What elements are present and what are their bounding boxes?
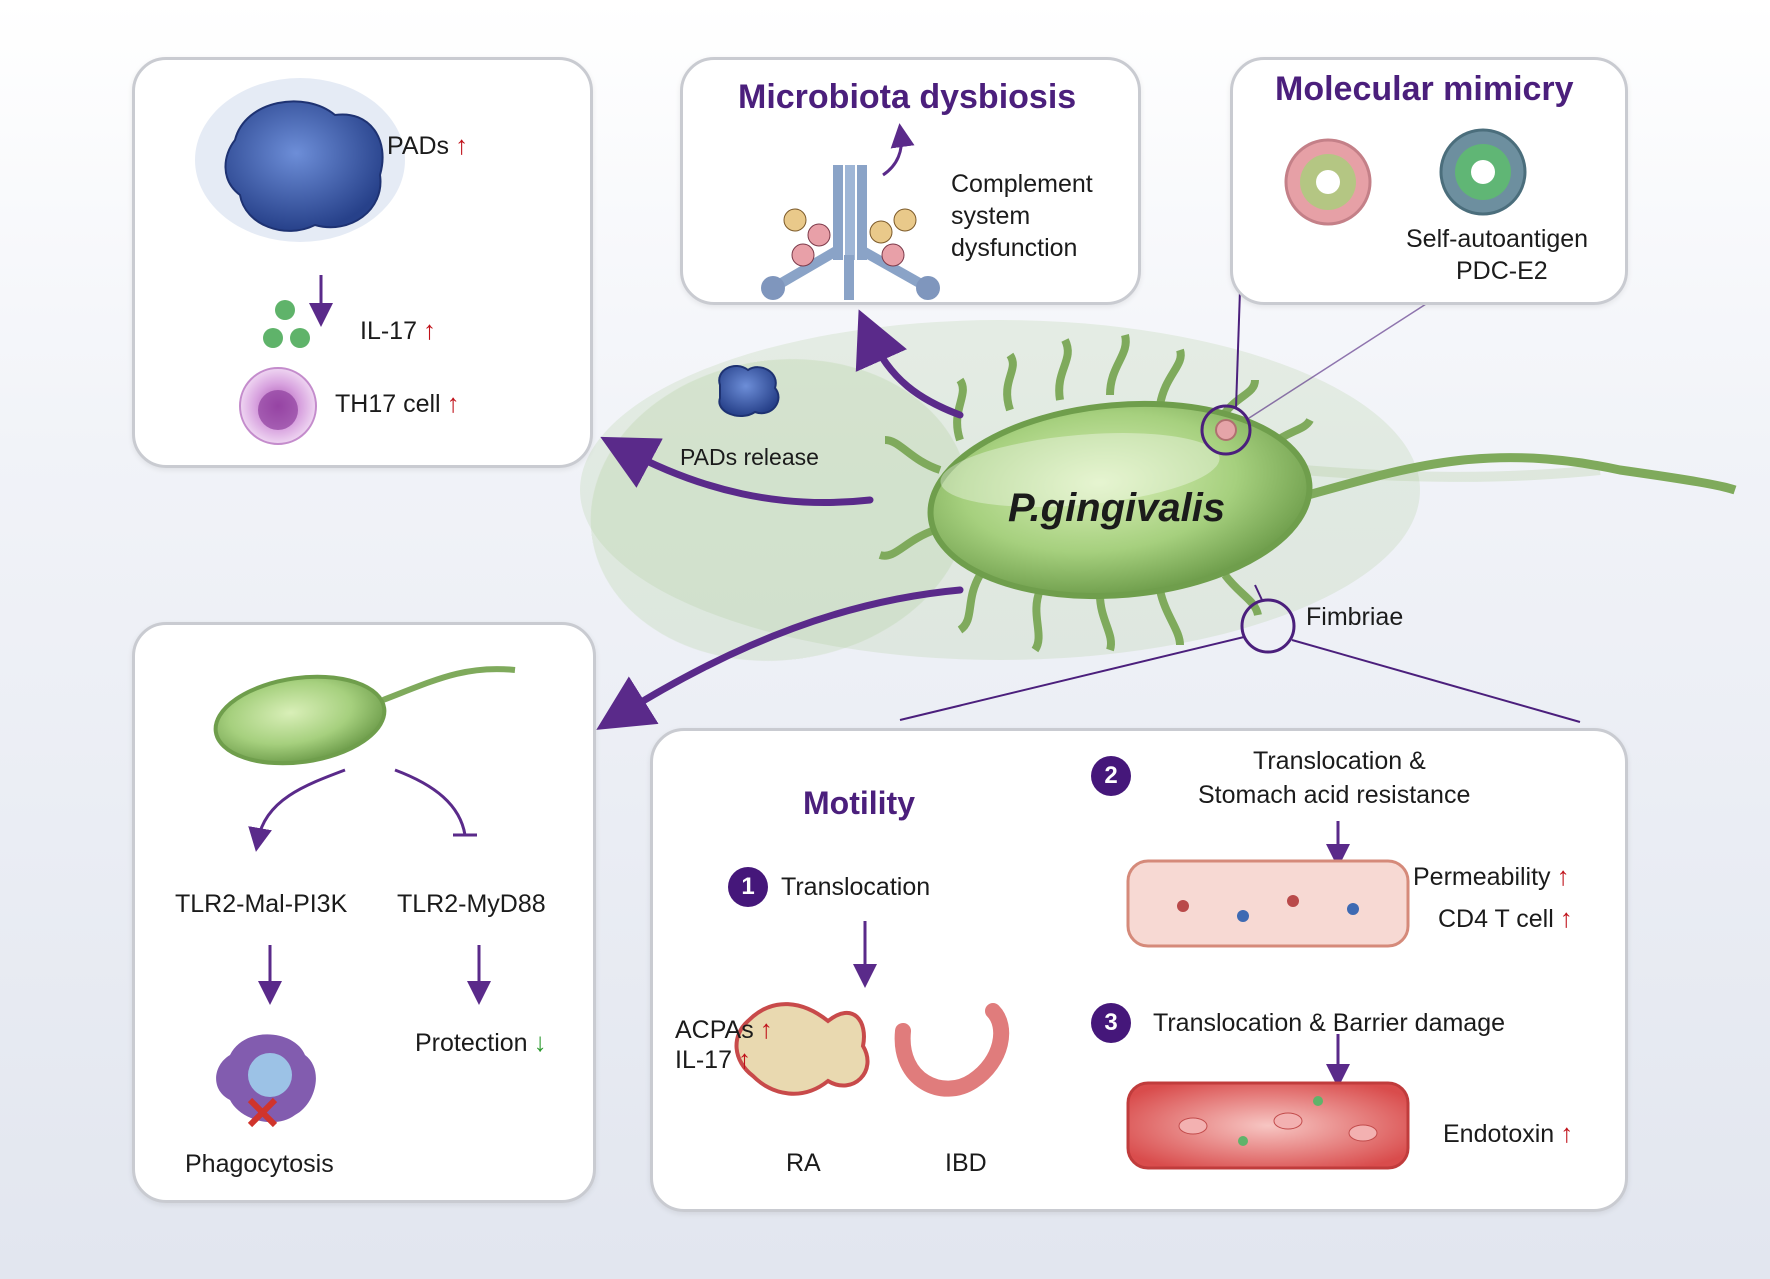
il17-label: IL-17 [360, 317, 417, 345]
mimicry-callout-circle [1200, 404, 1252, 456]
fimbriae-callout-circle [1240, 598, 1296, 654]
macrophage-icon [216, 1034, 316, 1128]
complement-line3: dysfunction [951, 234, 1078, 262]
tlr2-myd88-label: TLR2-MyD88 [397, 890, 546, 918]
th17-label: TH17 cell [335, 390, 441, 418]
endotoxin-label: Endotoxin [1443, 1120, 1555, 1148]
pads-panel: PADs↑ IL-17↑ TH17 cell↑ [132, 57, 593, 468]
up-arrow-icon: ↑ [737, 1044, 751, 1074]
protection-label: Protection [415, 1029, 528, 1057]
up-arrow-icon: ↑ [1559, 903, 1573, 933]
joint-icon [734, 1002, 870, 1096]
intestine-icon [894, 1003, 1010, 1097]
ra-label: RA [786, 1149, 821, 1177]
bacterium-small-icon [213, 666, 516, 766]
pads-release-blob [718, 365, 780, 417]
down-arrow-icon: ↓ [533, 1027, 547, 1057]
up-arrow-icon: ↑ [422, 315, 436, 345]
dysbiosis-title: Microbiota dysbiosis [738, 78, 1077, 116]
complement-protein-icon [761, 165, 940, 300]
permeability-label: Permeability [1413, 863, 1551, 891]
arrow-to-dysbiosis [855, 309, 964, 419]
cd4-label: CD4 T cell [1438, 905, 1554, 933]
mimicry-title: Molecular mimicry [1275, 70, 1574, 108]
pads-release-label: PADs release [680, 444, 819, 470]
complement-line2: system [951, 202, 1031, 230]
step1-label: Translocation [781, 873, 931, 901]
up-arrow-icon: ↑ [1556, 861, 1570, 891]
step3-label: Translocation & Barrier damage [1153, 1009, 1506, 1037]
organism-label: P.gingivalis [1008, 486, 1226, 530]
gut-barrier-icon [1126, 859, 1410, 948]
step2-line2: Stomach acid resistance [1198, 781, 1471, 809]
step1-badge: 1 [728, 867, 768, 907]
up-arrow-icon: ↑ [446, 388, 460, 418]
step2-line1: Translocation & [1253, 747, 1426, 775]
motility-panel: Motility 1 Translocation ACPAs↑ IL-17↑ [650, 728, 1628, 1212]
phagocytosis-label: Phagocytosis [185, 1150, 334, 1178]
acpas-label: ACPAs [675, 1016, 754, 1044]
up-arrow-icon: ↑ [1560, 1118, 1574, 1148]
motility-title: Motility [803, 785, 915, 821]
mimicry-panel: Molecular mimicry Self-autoantigen PDC-E… [1230, 57, 1628, 305]
arrow-to-pads-panel [600, 436, 874, 507]
blood-vessel-icon [1126, 1081, 1410, 1170]
mimicry-line2: PDC-E2 [1456, 257, 1548, 285]
tlr2-mal-pi3k-label: TLR2-Mal-PI3K [175, 890, 348, 918]
il17-motility-label: IL-17 [675, 1046, 732, 1074]
up-arrow-icon: ↑ [759, 1014, 773, 1044]
step2-badge: 2 [1091, 756, 1131, 796]
arrow-to-tlr-panel [596, 586, 964, 730]
pads-protein [224, 100, 384, 232]
fimbriae-label: Fimbriae [1306, 603, 1404, 631]
tlr-panel: TLR2-Mal-PI3K TLR2-MyD88 Phagocytosis Pr… [132, 622, 596, 1203]
pads-label: PADs [387, 132, 450, 160]
complement-line1: Complement [951, 170, 1093, 198]
mimicry-line1: Self-autoantigen [1406, 225, 1589, 253]
ibd-label: IBD [945, 1149, 987, 1177]
step3-badge: 3 [1091, 1003, 1131, 1043]
dysbiosis-panel: Microbiota dysbiosis Complement system d… [680, 57, 1141, 305]
up-arrow-icon: ↑ [455, 130, 469, 160]
